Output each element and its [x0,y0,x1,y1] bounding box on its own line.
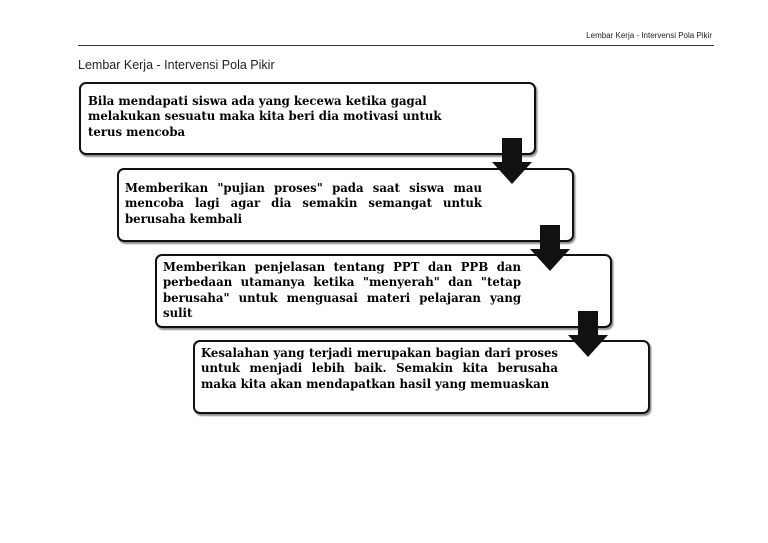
flow-arrow-down-1-icon [492,138,532,184]
flow-step-4-box [193,340,650,414]
header-divider [78,45,714,46]
flow-step-4-text: Kesalahan yang terjadi merupakan bagian … [201,346,558,391]
flow-arrow-down-3-icon [568,311,608,357]
flow-step-3-box [155,254,612,328]
flow-step-1-box [79,82,536,155]
flow-step-2-box [117,168,574,242]
flow-step-3-text: Memberikan penjelasan tentang PPT dan PP… [163,260,521,320]
flow-arrow-down-2-icon [530,225,570,271]
flow-step-1-text: Bila mendapati siswa ada yang kecewa ket… [88,94,442,139]
running-header-title: Lembar Kerja - Intervensi Pola Pikir [586,31,712,40]
document-heading: Lembar Kerja - Intervensi Pola Pikir [78,58,275,72]
flow-step-2-text: Memberikan "pujian proses" pada saat sis… [125,181,482,226]
